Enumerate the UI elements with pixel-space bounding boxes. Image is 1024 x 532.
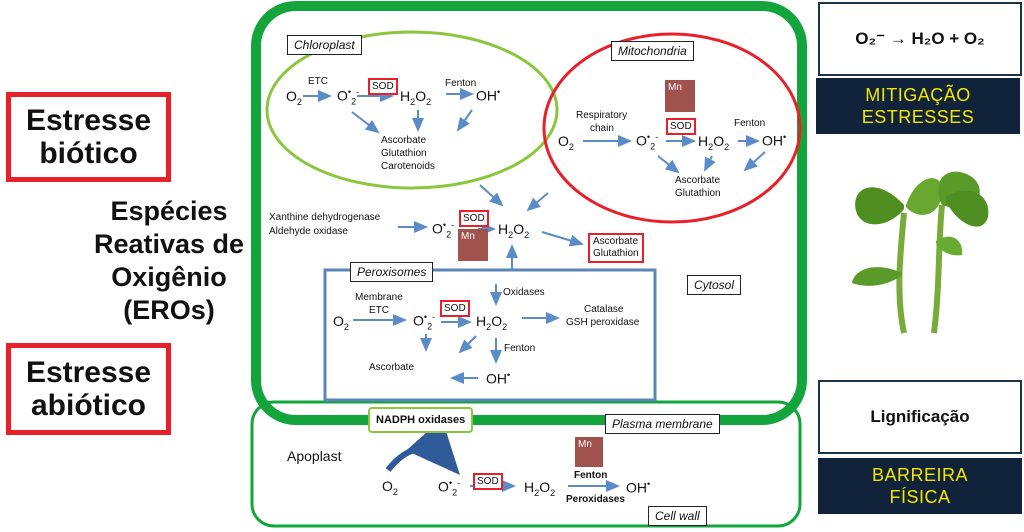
- cytosol-mn-text: Mn: [461, 231, 475, 242]
- barrier-line-2: FÍSICA: [889, 487, 951, 507]
- cytosol-products-box: Ascorbate Glutathion: [588, 233, 644, 263]
- perox-o2: O2: [333, 313, 349, 332]
- cytosol-product-1: Ascorbate: [593, 236, 639, 247]
- chloro-product-1: Ascorbate: [381, 135, 427, 146]
- chloro-etc: ETC: [308, 76, 328, 87]
- mito-oh: OH•: [762, 132, 787, 149]
- mito-superoxide: O•2-: [636, 132, 659, 152]
- chloro-fenton: Fenton: [445, 78, 477, 89]
- ros-title: Espécies Reativas de Oxigênio (EROs): [93, 196, 245, 325]
- mito-mn-text: Mn: [668, 82, 682, 93]
- mitigation-panel: MITIGAÇÃO ESTRESSES: [816, 78, 1020, 134]
- chloro-h2o2: H2O2: [400, 88, 432, 107]
- apoplast-h2o2: H2O2: [524, 479, 556, 498]
- mito-respiratory-2: chain: [590, 123, 614, 134]
- chloro-oh: OH•: [476, 87, 501, 104]
- apoplast-mn-tile: Mn: [575, 437, 603, 467]
- perox-membrane-2: ETC: [369, 305, 389, 316]
- apoplast-mn-text: Mn: [578, 439, 592, 450]
- mitigation-line-1: MITIGAÇÃO: [865, 85, 971, 105]
- barrier-line-1: BARREIRA: [871, 465, 969, 485]
- perox-sod: SOD: [440, 300, 470, 317]
- mito-respiratory-1: Respiratory: [576, 110, 628, 121]
- mito-product-1: Ascorbate: [675, 175, 721, 186]
- cytosol-h2o2: H2O2: [498, 221, 530, 240]
- reaction-text: O₂⁻ → H₂O + O₂: [855, 29, 985, 48]
- cytosol-source-1: Xanthine dehydrogenase: [269, 212, 381, 223]
- mito-fenton: Fenton: [734, 118, 766, 129]
- chloroplast-organelle: [265, 30, 559, 190]
- barrier-panel: BARREIRA FÍSICA: [818, 458, 1022, 514]
- lignification-box: Lignificação: [818, 380, 1022, 454]
- cytosol-product-2: Glutathion: [593, 248, 639, 259]
- apoplast-label: Apoplast: [287, 448, 342, 464]
- apoplast-sod: SOD: [473, 473, 503, 490]
- cytosol-sod: SOD: [459, 210, 489, 227]
- biotic-stress-box: Estresse biótico: [6, 92, 171, 182]
- biotic-stress-text: Estresse biótico: [25, 104, 152, 170]
- apoplast-oh: OH•: [626, 479, 651, 496]
- mito-o2: O2: [558, 133, 574, 152]
- apoplast-curved-arrow: [385, 418, 460, 475]
- peroxisomes-label: Peroxisomes: [350, 262, 434, 282]
- cytosol-source-2: Aldehyde oxidase: [269, 226, 348, 237]
- apoplast-fenton: Fenton: [574, 470, 608, 481]
- cell-outline: [251, 1, 807, 425]
- lignification-text: Lignificação: [870, 407, 970, 426]
- mitochondria-label: Mitochondria: [611, 41, 694, 61]
- mitigation-line-2: ESTRESSES: [861, 107, 975, 127]
- abiotic-stress-box: Estresse abiótico: [6, 343, 171, 435]
- perox-h2o2: H2O2: [476, 313, 508, 332]
- mito-h2o2: H2O2: [698, 133, 730, 152]
- perox-catalase: Catalase: [584, 304, 624, 315]
- cell-wall-label: Cell wall: [648, 506, 707, 526]
- reaction-box: O₂⁻ → H₂O + O₂: [818, 2, 1022, 76]
- cell-wall-outline: [250, 400, 802, 528]
- apoplast-o2: O2: [382, 478, 398, 497]
- mitochondria-organelle: [542, 32, 802, 224]
- chloro-o2: O2: [286, 88, 302, 107]
- chloro-product-2: Glutathion: [381, 148, 427, 159]
- chloro-product-3: Carotenoids: [381, 161, 435, 172]
- mito-product-2: Glutathion: [675, 188, 721, 199]
- cytosol-label: Cytosol: [687, 275, 742, 295]
- chloroplast-label: Chloroplast: [287, 35, 362, 55]
- mito-mn-tile: Mn: [665, 80, 695, 112]
- mito-sod: SOD: [666, 118, 696, 135]
- apoplast-peroxidases: Peroxidases: [566, 494, 625, 505]
- chloro-superoxide: O•2-: [337, 87, 360, 107]
- abiotic-stress-text: Estresse abiótico: [25, 356, 152, 422]
- plasma-membrane-label: Plasma membrane: [605, 414, 720, 434]
- nadph-oxidases-text: NADPH oxidases: [376, 414, 466, 426]
- seedling-illustration: [852, 171, 989, 334]
- nadph-oxidases-label: NADPH oxidases: [368, 407, 474, 433]
- perox-membrane-1: Membrane: [355, 292, 403, 303]
- cytosol-superoxide: O•2-: [432, 220, 455, 240]
- perox-superoxide: O•2-: [413, 312, 436, 332]
- perox-oxidases: Oxidases: [503, 287, 545, 298]
- perox-fenton: Fenton: [504, 343, 536, 354]
- peroxisome-organelle: [323, 268, 657, 402]
- apoplast-superoxide: O•2-: [438, 478, 461, 498]
- cytosol-mn-tile: Mn: [458, 229, 488, 261]
- perox-ascorbate: Ascorbate: [369, 362, 415, 373]
- perox-gsh: GSH peroxidase: [566, 317, 640, 328]
- perox-oh: OH•: [486, 370, 511, 387]
- chloro-sod: SOD: [368, 78, 398, 95]
